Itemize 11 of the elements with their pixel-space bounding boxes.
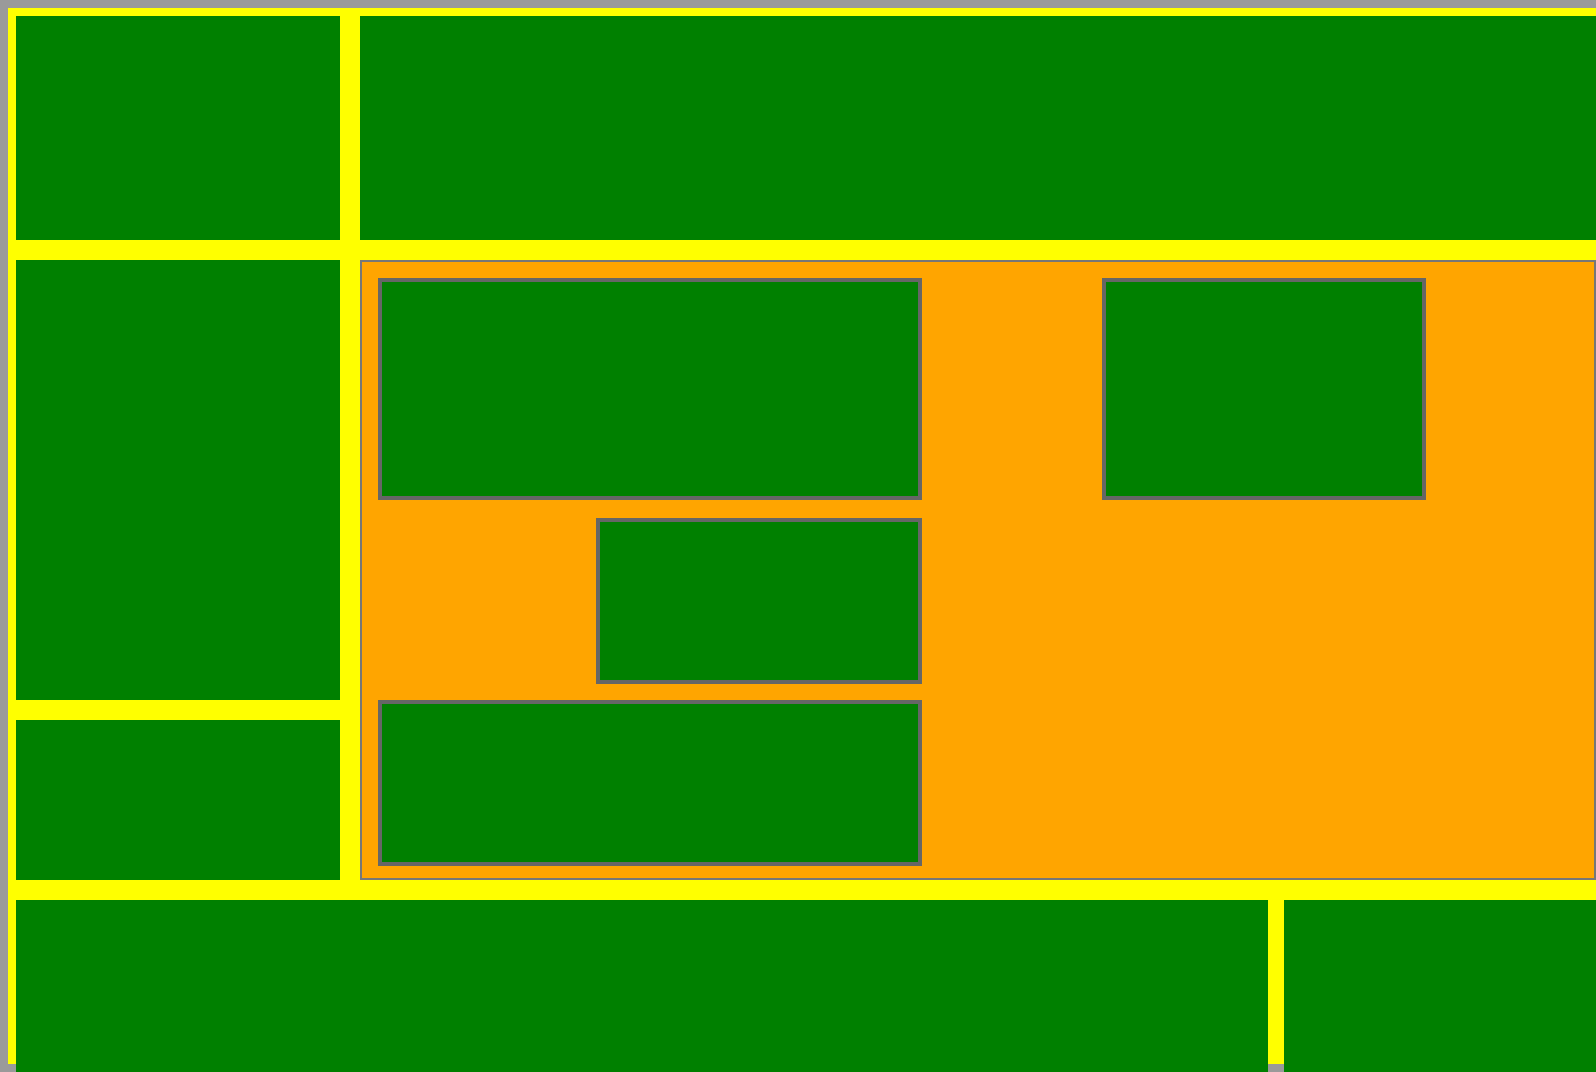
block [16,900,1268,1072]
block [16,260,340,700]
block [378,278,922,500]
block [1102,278,1426,500]
block [360,16,1596,240]
block [378,700,922,866]
block [16,16,340,240]
block [596,518,922,684]
block [1284,900,1596,1072]
zone [360,260,1596,880]
block [16,720,340,880]
